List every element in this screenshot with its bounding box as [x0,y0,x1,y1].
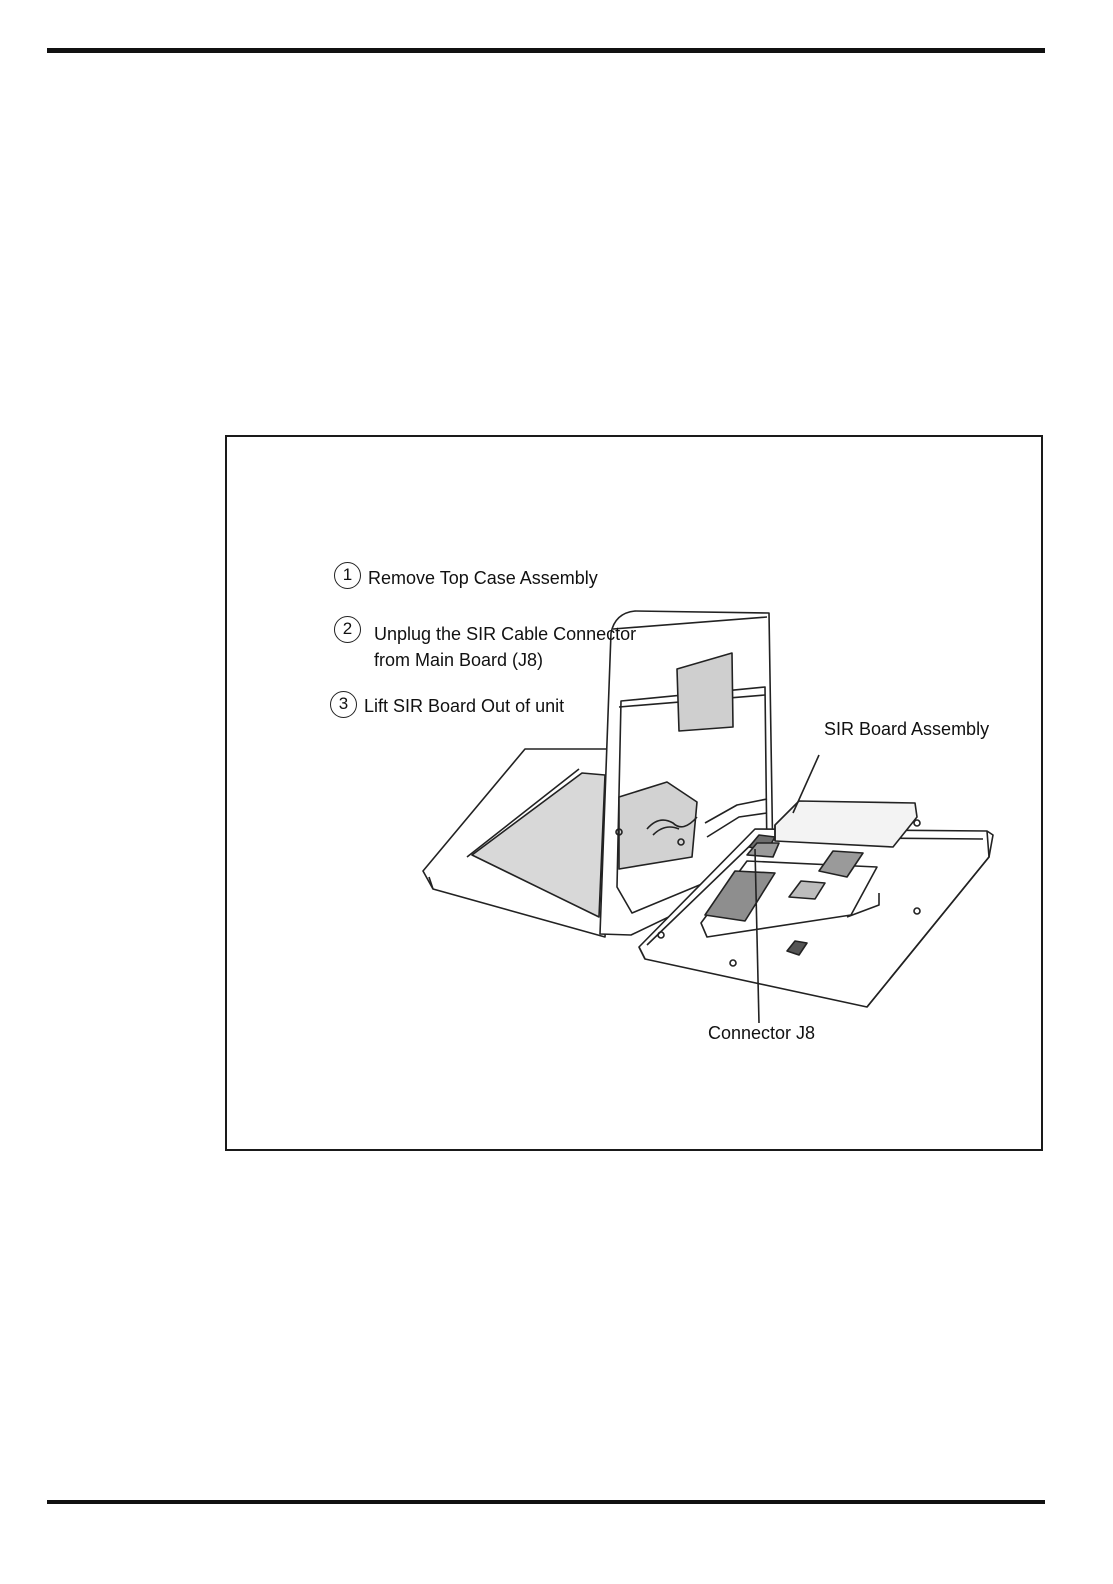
step-1-text: Remove Top Case Assembly [368,565,598,591]
sir-board [775,801,917,847]
step-2-text-line-2: from Main Board (J8) [374,647,543,673]
step-3-text: Lift SIR Board Out of unit [364,693,564,719]
footer-rule [47,1500,1045,1504]
header-rule [47,48,1045,53]
connector-j8-label: Connector J8 [708,1023,815,1044]
step-2-text-line-1: Unplug the SIR Cable Connector [374,621,636,647]
step-number-3: 3 [330,691,357,718]
laptop-illustration [227,437,1041,1149]
figure-frame: 1 Remove Top Case Assembly 2 Unplug the … [225,435,1043,1151]
step-number-1: 1 [334,562,361,589]
sir-board-assembly-label: SIR Board Assembly [824,719,989,740]
step-number-2: 2 [334,616,361,643]
